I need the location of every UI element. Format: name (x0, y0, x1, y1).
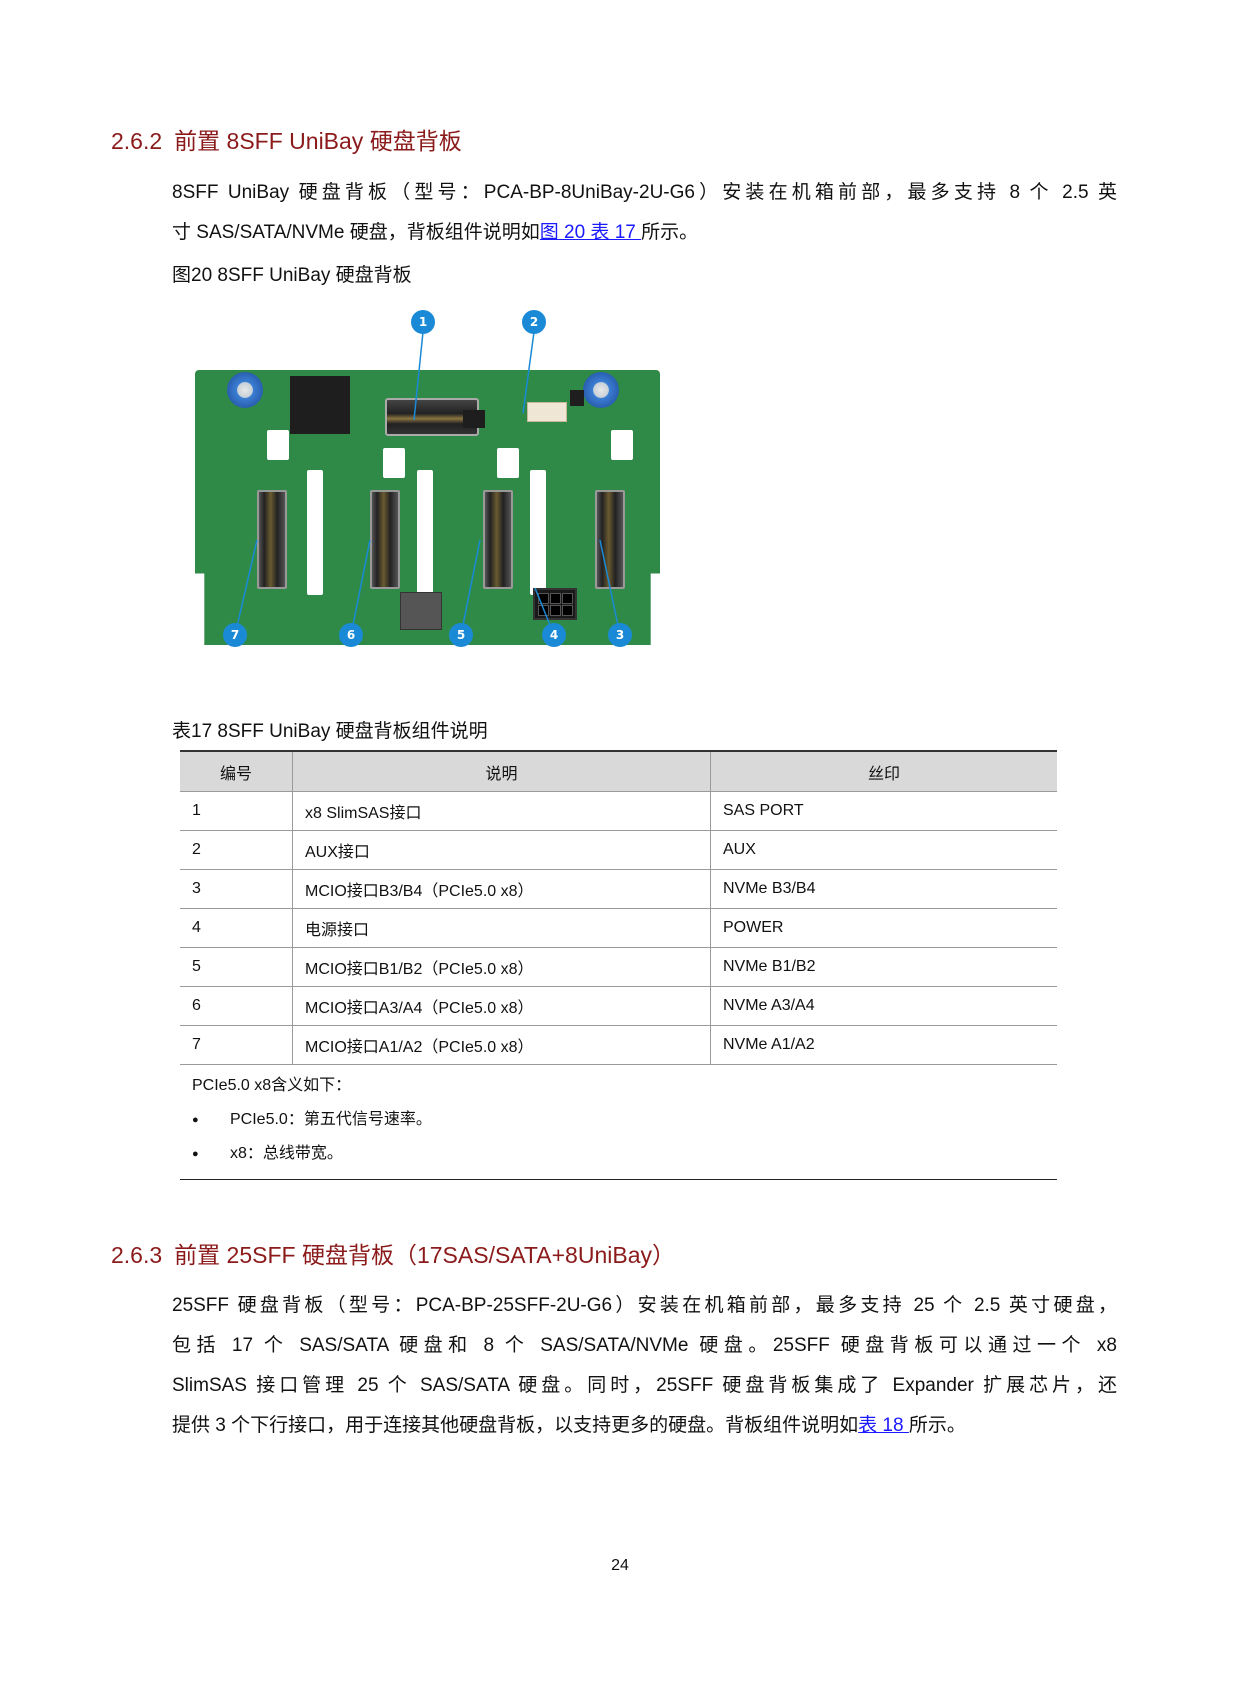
cell-silkscreen: NVMe B3/B4 (710, 869, 1057, 909)
board-cutout (267, 430, 289, 460)
board-slot (417, 470, 433, 595)
cell-number: 1 (180, 791, 293, 831)
cell-number: 4 (180, 908, 293, 948)
callout-1: 1 (411, 310, 435, 334)
cell-number: 5 (180, 947, 293, 987)
section-number: 2.6.3 (111, 1242, 163, 1268)
column-header-silkscreen: 丝印 (710, 750, 1057, 792)
callout-7: 7 (223, 623, 247, 647)
section-number: 2.6.2 (111, 128, 163, 154)
section-2-6-3-paragraph: 25SFF 硬盘背板（型号：PCA-BP-25SFF-2U-G6）安装在机箱前部… (172, 1286, 1117, 1446)
paragraph-line: 提供 3 个下行接口，用于连接其他硬盘背板，以支持更多的硬盘。背板组件说明如表 … (172, 1406, 1117, 1446)
cell-description: MCIO接口B1/B2（PCIe5.0 x8） (292, 947, 711, 987)
note-intro: PCIe5.0 x8含义如下： (192, 1077, 352, 1094)
table-row: 1 x8 SlimSAS接口 SAS PORT (180, 791, 1057, 831)
cell-silkscreen: AUX (710, 830, 1057, 870)
table-row: 6 MCIO接口A3/A4（PCIe5.0 x8） NVMe A3/A4 (180, 986, 1057, 1026)
table-row: 5 MCIO接口B1/B2（PCIe5.0 x8） NVMe B1/B2 (180, 947, 1057, 987)
cell-description: MCIO接口A3/A4（PCIe5.0 x8） (292, 986, 711, 1026)
board-slot (307, 470, 323, 595)
board-slot (530, 470, 546, 595)
screw-icon (583, 372, 619, 408)
cell-description: MCIO接口B3/B4（PCIe5.0 x8） (292, 869, 711, 909)
callout-5: 5 (449, 623, 473, 647)
cell-silkscreen: NVMe A1/A2 (710, 1025, 1057, 1065)
column-header-description: 说明 (292, 750, 711, 792)
table-row: 2 AUX接口 AUX (180, 830, 1057, 870)
section-heading-2-6-3: 2.6.3 前置 25SFF 硬盘背板（17SAS/SATA+8UniBay） (111, 1236, 675, 1270)
callout-2: 2 (522, 310, 546, 334)
table-row: 7 MCIO接口A1/A2（PCIe5.0 x8） NVMe A1/A2 (180, 1025, 1057, 1065)
table-note-row: PCIe5.0 x8含义如下： PCIe5.0：第五代信号速率。 x8：总线带宽… (180, 1064, 1057, 1180)
ic-chip (570, 390, 584, 406)
table-caption: 表17 8SFF UniBay 硬盘背板组件说明 (172, 721, 488, 742)
paragraph-text: 提供 3 个下行接口，用于连接其他硬盘背板，以支持更多的硬盘。背板组件说明如 (172, 1415, 859, 1436)
cell-silkscreen: SAS PORT (710, 791, 1057, 831)
paragraph-line: 25SFF 硬盘背板（型号：PCA-BP-25SFF-2U-G6）安装在机箱前部… (172, 1295, 1117, 1316)
section-title: 前置 8SFF UniBay 硬盘背板 (174, 128, 462, 154)
power-connector (533, 588, 577, 620)
component-table: 编号 说明 丝印 1 x8 SlimSAS接口 SAS PORT 2 AUX接口… (180, 750, 1057, 1180)
note-term: PCIe5.0 (230, 1111, 288, 1128)
table-header-row: 编号 说明 丝印 (180, 750, 1057, 792)
section-heading-2-6-2: 2.6.2 前置 8SFF UniBay 硬盘背板 (111, 122, 462, 156)
callout-3: 3 (608, 623, 632, 647)
note-list: PCIe5.0：第五代信号速率。 x8：总线带宽。 (192, 1103, 1045, 1171)
table-18-link[interactable]: 表 18 (858, 1415, 909, 1436)
paragraph-line: SlimSAS 接口管理 25 个 SAS/SATA 硬盘。同时，25SFF 硬… (172, 1375, 1117, 1396)
note-desc: ：总线带宽。 (246, 1145, 343, 1162)
paragraph-text: 所示。 (908, 1415, 966, 1436)
cell-description: MCIO接口A1/A2（PCIe5.0 x8） (292, 1025, 711, 1065)
cell-number: 7 (180, 1025, 293, 1065)
figure-caption: 图20 8SFF UniBay 硬盘背板 (172, 265, 412, 286)
note-item: PCIe5.0：第五代信号速率。 (192, 1103, 1045, 1137)
figure-table-link[interactable]: 图 20 表 17 (539, 222, 642, 243)
column-header-number: 编号 (180, 750, 293, 792)
mcio-connector-b1b2 (483, 490, 513, 589)
table-note: PCIe5.0 x8含义如下： PCIe5.0：第五代信号速率。 x8：总线带宽… (180, 1064, 1057, 1180)
paragraph-text: 所示。 (641, 222, 699, 243)
cell-number: 3 (180, 869, 293, 909)
fpga-chip (290, 376, 350, 434)
board-cutout (497, 448, 519, 478)
board-cutout (383, 448, 405, 478)
cell-silkscreen: NVMe A3/A4 (710, 986, 1057, 1026)
table-row: 4 电源接口 POWER (180, 908, 1057, 948)
paragraph-line: 包括 17 个 SAS/SATA 硬盘和 8 个 SAS/SATA/NVMe 硬… (172, 1335, 1117, 1356)
pcb-board-image (195, 370, 660, 645)
callout-4: 4 (542, 623, 566, 647)
paragraph-text: 寸 SAS/SATA/NVMe 硬盘，背板组件说明如 (172, 222, 540, 243)
cell-description: AUX接口 (292, 830, 711, 870)
table-row: 3 MCIO接口B3/B4（PCIe5.0 x8） NVMe B3/B4 (180, 869, 1057, 909)
paragraph-line: 寸 SAS/SATA/NVMe 硬盘，背板组件说明如图 20 表 17 所示。 (172, 213, 1117, 253)
paragraph-line: 8SFF UniBay 硬盘背板（型号：PCA-BP-8UniBay-2U-G6… (172, 182, 1117, 203)
cell-silkscreen: NVMe B1/B2 (710, 947, 1057, 987)
ic-chip (463, 410, 485, 428)
page-number: 24 (611, 1557, 629, 1574)
screw-icon (227, 372, 263, 408)
cell-silkscreen: POWER (710, 908, 1057, 948)
backplane-figure: 1 2 3 4 5 6 7 (180, 310, 680, 700)
cell-number: 6 (180, 986, 293, 1026)
intro-paragraph: 8SFF UniBay 硬盘背板（型号：PCA-BP-8UniBay-2U-G6… (172, 173, 1117, 253)
mcio-connector-a3a4 (370, 490, 400, 589)
section-title: 前置 25SFF 硬盘背板（17SAS/SATA+8UniBay） (174, 1242, 675, 1268)
cell-number: 2 (180, 830, 293, 870)
note-item: x8：总线带宽。 (192, 1137, 1045, 1171)
note-desc: ：第五代信号速率。 (287, 1111, 432, 1128)
callout-6: 6 (339, 623, 363, 647)
cell-description: x8 SlimSAS接口 (292, 791, 711, 831)
inductor-component (400, 592, 442, 630)
note-term: x8 (230, 1145, 247, 1162)
mcio-connector-a1a2 (257, 490, 287, 589)
cell-description: 电源接口 (292, 908, 711, 948)
board-cutout (611, 430, 633, 460)
aux-connector (527, 402, 567, 422)
mcio-connector-b3b4 (595, 490, 625, 589)
